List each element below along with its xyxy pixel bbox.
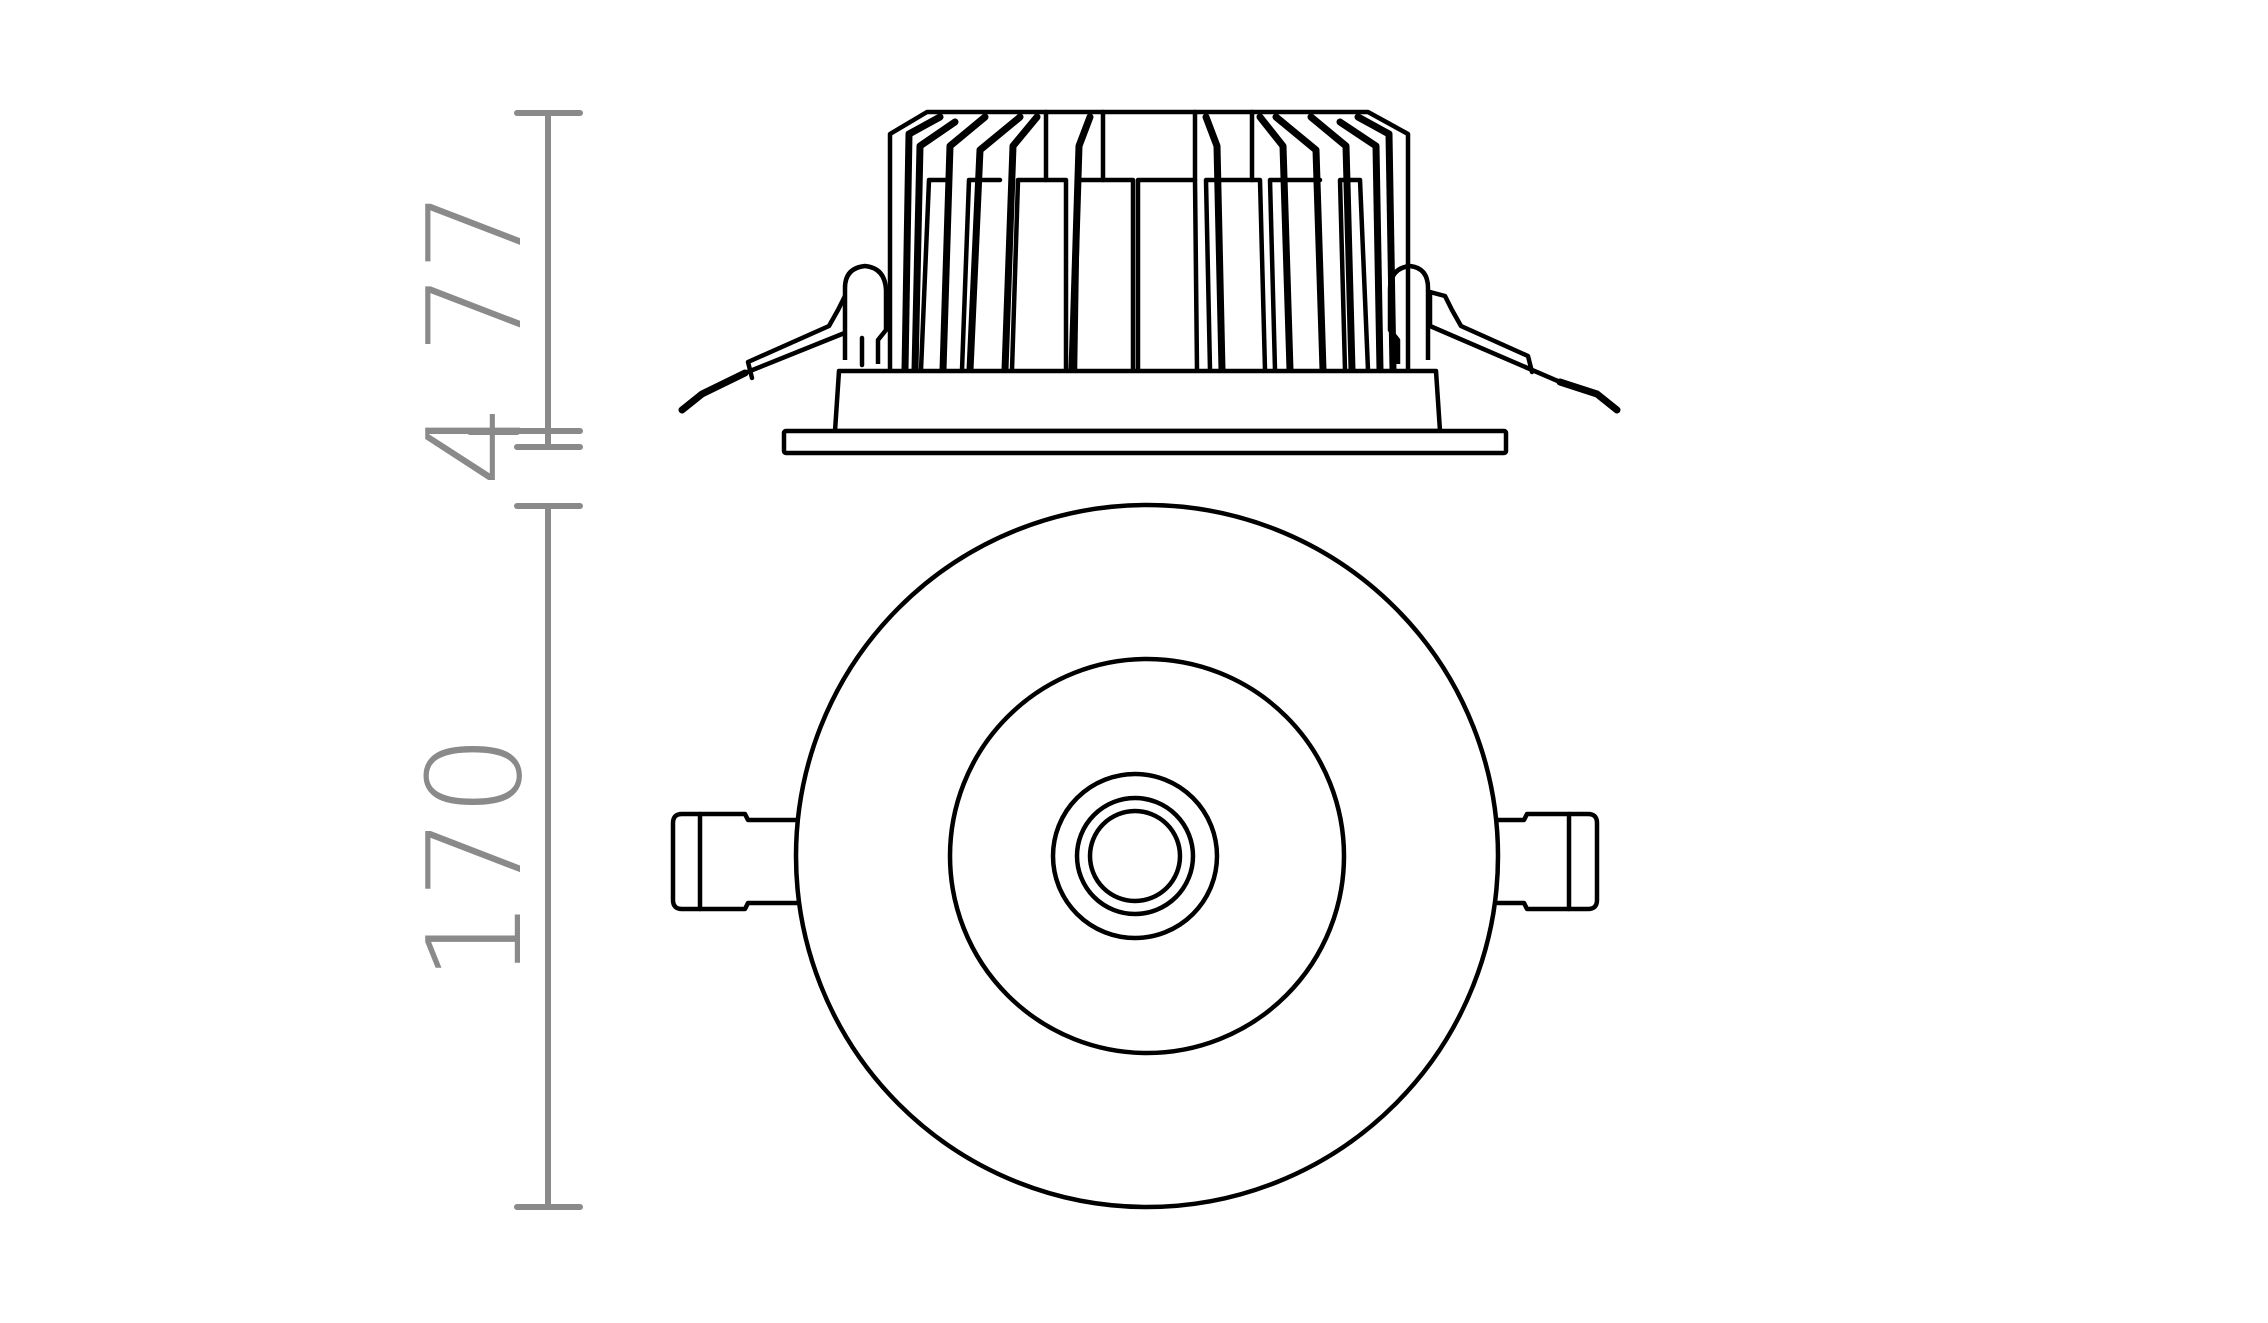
dim-label-4: 4	[399, 404, 551, 487]
dim-label-77: 77	[399, 189, 551, 354]
left-spring-clip	[678, 263, 889, 414]
flange	[781, 428, 1509, 456]
reflector-ring	[947, 656, 1347, 1056]
dimension-lines	[467, 110, 583, 1210]
lens-inner-ring	[1087, 808, 1183, 904]
base-collar	[832, 368, 1443, 434]
right-spring-tab	[1495, 811, 1600, 912]
left-spring-tab	[670, 811, 800, 912]
dim-label-170: 170	[399, 734, 551, 982]
side-view	[678, 109, 1621, 456]
lens-middle-ring	[1074, 795, 1196, 917]
lens-outer-ring	[1050, 771, 1220, 941]
heatsink	[887, 109, 1411, 374]
front-view	[670, 502, 1600, 1210]
outer-trim-ring	[793, 502, 1501, 1210]
